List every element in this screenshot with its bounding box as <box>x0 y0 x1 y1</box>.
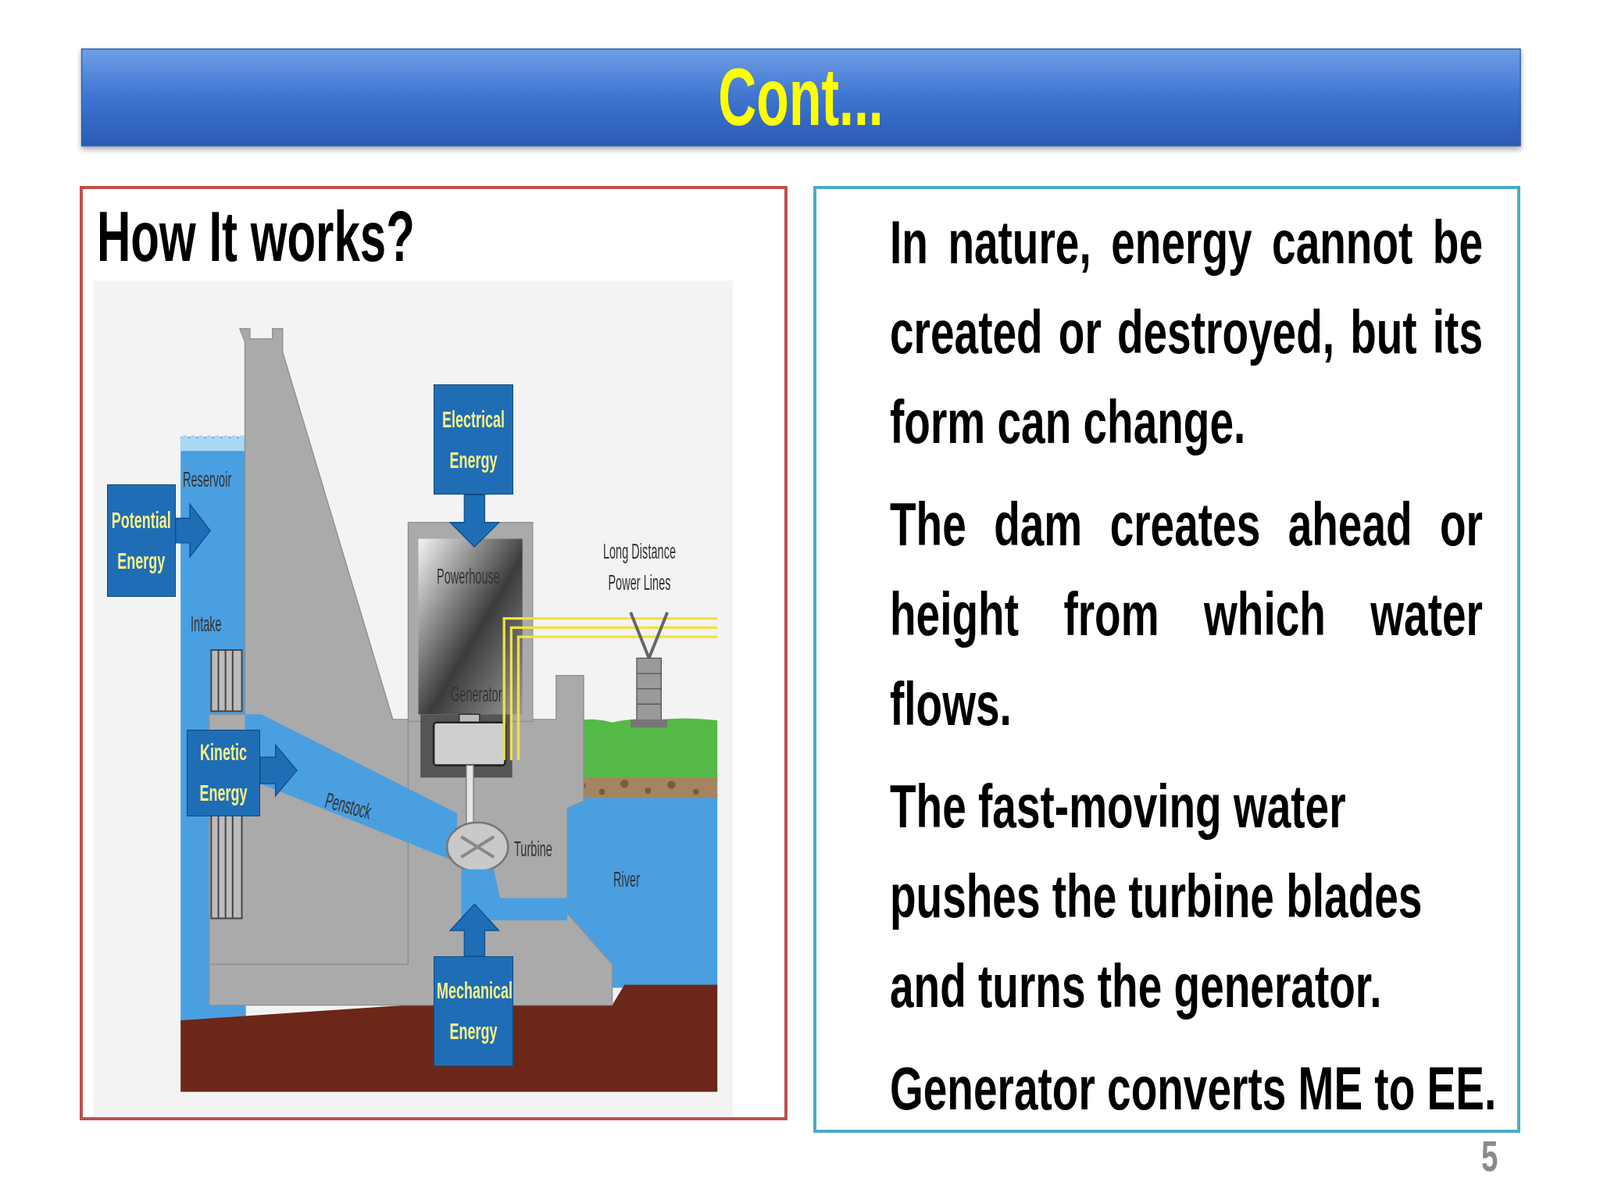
dam-body <box>209 328 409 965</box>
generator-symbol <box>433 722 505 766</box>
bullet-text: In nature, energy cannot be created or d… <box>889 197 1483 468</box>
river-bank <box>571 718 718 786</box>
bullet-text: The dam creates ahead or height from whi… <box>889 479 1483 750</box>
energy-box: Mechanical Energy <box>433 956 514 1067</box>
hydro-illustration <box>93 280 733 1118</box>
transformer-ribs <box>636 673 661 704</box>
intake-grate <box>210 650 242 711</box>
turbine-symbol <box>446 822 508 872</box>
powerhouse-interior <box>418 539 523 715</box>
bullet-text: Generator converts ME to EE. <box>889 1043 1508 1134</box>
title-band <box>81 49 1521 147</box>
water-surface <box>180 435 247 451</box>
bullet-panel: In nature, energy cannot be created or d… <box>813 185 1521 1133</box>
arrow-head <box>175 503 211 558</box>
part-label: Reservoir <box>182 464 244 496</box>
part-label: Long Distance Power Lines <box>594 535 685 599</box>
bank-rocks <box>571 777 718 798</box>
tower-arms <box>630 612 668 659</box>
page-number: 5 <box>1481 1132 1512 1180</box>
energy-label: Kinetic Energy <box>189 732 258 814</box>
part-label: Turbine <box>514 833 565 865</box>
part-label: Powerhouse <box>436 560 514 593</box>
generator-cap <box>459 714 480 722</box>
rock-dots <box>577 779 699 796</box>
rock <box>620 779 629 788</box>
section-frame: How It works? Electrical EnergyPotential … <box>79 185 788 1121</box>
rock <box>692 789 700 796</box>
powerhouse-frame <box>407 522 533 722</box>
energy-box: Kinetic Energy <box>186 729 261 817</box>
energy-label: Potential Energy <box>110 500 173 582</box>
energy-label: Electrical Energy <box>436 399 511 481</box>
part-label: Intake <box>190 608 237 640</box>
transformer-base <box>630 719 668 728</box>
arrow-head <box>260 744 297 796</box>
illustration-background <box>93 280 733 1118</box>
rock <box>599 789 606 796</box>
energy-label: Mechanical Energy <box>436 970 511 1052</box>
section-heading: How It works? <box>96 197 566 276</box>
penstock-pipe <box>244 714 458 862</box>
energy-box: Electrical Energy <box>433 384 514 495</box>
arrow-head <box>450 903 500 957</box>
rock <box>667 780 675 789</box>
part-label: Generator <box>450 678 512 711</box>
slide-title: Cont... <box>81 49 1521 147</box>
turbine-blades <box>460 836 494 858</box>
energy-box: Potential Energy <box>107 484 176 597</box>
part-label: River <box>613 864 654 896</box>
turbine-shaft <box>466 765 474 829</box>
arrow-head <box>450 494 500 547</box>
dam-base <box>209 675 613 1006</box>
rock <box>644 787 651 794</box>
transformer-symbol <box>636 657 661 722</box>
power-lines <box>503 618 718 761</box>
bullet-text: The fast-moving water pushes the turbine… <box>889 761 1483 1032</box>
